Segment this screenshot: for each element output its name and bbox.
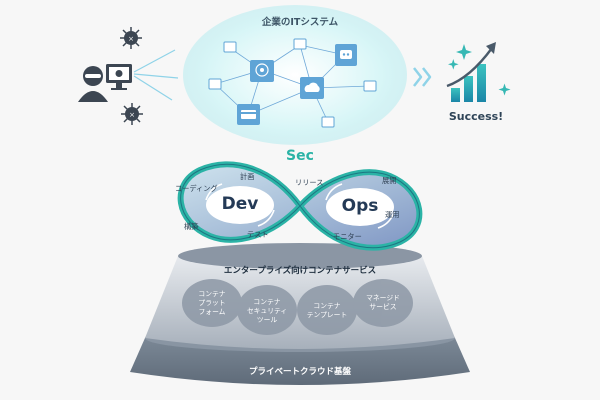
step-coding: コーディング — [175, 184, 218, 193]
ops-label: Ops — [341, 196, 379, 216]
flow-arrows — [413, 67, 432, 87]
virus-icon: × — [121, 103, 143, 125]
loop-arrows — [205, 183, 395, 229]
private-cloud-title: プライベートクラウド基盤 — [248, 367, 351, 377]
step-test: テスト — [247, 230, 269, 239]
monitor-icon — [106, 64, 132, 90]
devsecops-loop — [177, 161, 423, 251]
dev-core — [206, 186, 274, 224]
success-label: Success! — [448, 110, 504, 123]
ops-core — [326, 188, 394, 226]
virus-icon: × — [120, 27, 142, 49]
svg-text:×: × — [129, 111, 135, 119]
service-pills — [182, 279, 413, 335]
sec-label: Sec — [286, 148, 314, 164]
step-plan: 計画 — [240, 172, 255, 181]
service-managed: マネージドサービス — [366, 294, 400, 311]
dev-label: Dev — [221, 194, 259, 214]
container-service-title: エンタープライズ向けコンテナサービス — [223, 266, 377, 276]
network-nodes — [208, 38, 377, 128]
svg-text:×: × — [128, 35, 134, 43]
success-chart-icon — [446, 42, 511, 102]
attacker-group: × × — [78, 27, 179, 125]
cloud-title: 企業のITシステム — [261, 17, 339, 28]
step-operate: 運用 — [385, 210, 400, 219]
it-system-cloud — [183, 5, 407, 145]
hacker-icon — [78, 66, 108, 102]
attack-lines — [133, 49, 179, 101]
service-container-security: コンテナセキュリティツール — [246, 298, 288, 324]
service-container-platform: コンテナプラットフォーム — [198, 290, 226, 316]
service-container-template: コンテナテンプレート — [306, 302, 348, 319]
step-build: 構築 — [184, 222, 199, 231]
step-monitor: モニター — [333, 232, 362, 241]
step-release: リリース — [295, 178, 324, 187]
step-deploy: 展開 — [382, 176, 397, 185]
